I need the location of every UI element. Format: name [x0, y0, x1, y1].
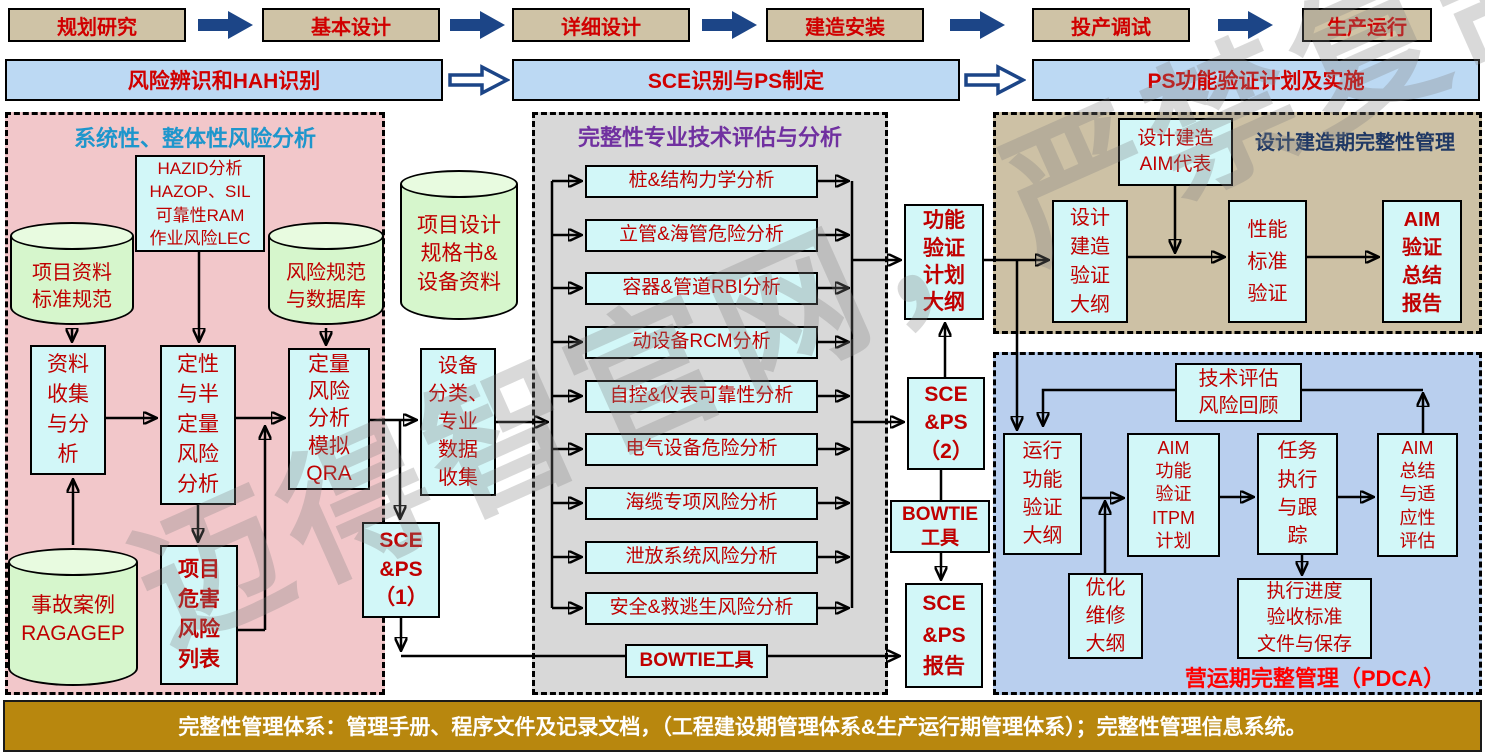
hollow-arrow-icon [448, 63, 511, 102]
hollow-arrow-icon [964, 63, 1027, 102]
box-hazid-methods: HAZID分析 HAZOP、SIL 可靠性RAM 作业风险LEC [135, 155, 265, 252]
box-hazard-risk-list: 项目 危害 风险 列表 [160, 545, 238, 685]
systemic-panel-title: 系统性、整体性风险分析 [73, 126, 316, 151]
stage-planning: 规划研究 [8, 8, 186, 42]
box-riser-pipeline-analysis: 立管&海管危险分析 [585, 219, 818, 252]
box-vessel-piping-rbi: 容器&管道RBI分析 [585, 272, 818, 305]
box-data-collection: 资料 收集 与分 析 [30, 345, 106, 475]
solid-arrow-icon [198, 10, 254, 45]
box-electrical-hazard: 电气设备危险分析 [585, 433, 818, 466]
stage-label: 生产运行 [1327, 16, 1407, 39]
stage-label: 详细设计 [561, 16, 641, 39]
box-performance-standard-verification: 性能 标准 验证 [1228, 200, 1307, 323]
box-rotating-equipment-rcm: 动设备RCM分析 [585, 326, 818, 359]
integrity-system-footer: 完整性管理体系：管理手册、程序文件及记录文档，（工程建设期管理体系&生产运行期管… [3, 700, 1482, 752]
cylinder-top [400, 170, 518, 198]
solid-arrow-icon [450, 10, 506, 45]
cylinder-body [8, 562, 138, 686]
box-function-verification-plan: 功能 验证 计划 大纲 [904, 204, 984, 320]
box-subsea-cable-risk: 海缆专项风险分析 [585, 487, 818, 520]
datastore-label: 项目设计 规格书& 设备资料 [417, 214, 501, 294]
box-operation-verification-outline: 运行 功能 验证 大纲 [1003, 433, 1082, 555]
box-sce-ps-2: SCE &PS （2） [907, 377, 985, 470]
datastore-accident-cases: 事故案例 RAGAGEP [8, 548, 138, 686]
phase-ps-verification: PS功能验证计划及实施 [1032, 59, 1480, 101]
box-relief-system-risk: 泄放系统风险分析 [585, 541, 818, 574]
cylinder-top [268, 222, 384, 250]
box-sce-ps-report: SCE &PS 报告 [905, 583, 983, 688]
stage-label: 规划研究 [57, 16, 137, 39]
box-maintenance-optimization: 优化 维修 大纲 [1068, 573, 1143, 659]
cylinder-top [10, 222, 134, 250]
box-equipment-classification: 设备 分类、 专业 数据 收集 [420, 348, 496, 496]
box-bowtie-tool: BOWTIE工具 [625, 644, 768, 678]
phase-risk-identification: 风险辨识和HAH识别 [5, 59, 443, 101]
cylinder-body [268, 236, 384, 325]
datastore-project-docs: 项目资料 标准规范 [10, 222, 134, 325]
stage-label: 投产调试 [1071, 16, 1151, 39]
box-qualitative-risk: 定性 与半 定量 风险 分析 [160, 345, 236, 505]
box-safety-escape-risk: 安全&救逃生风险分析 [585, 592, 818, 625]
cylinder-body [10, 236, 134, 325]
box-tech-assessment-review: 技术评估 风险回顾 [1175, 363, 1302, 422]
stage-basic-design: 基本设计 [262, 8, 440, 42]
assessment-panel-title: 完整性专业技术评估与分析 [577, 125, 842, 150]
cylinder-top [8, 548, 138, 576]
operation-panel-title: 营运期完整管理（PDCA） [1184, 666, 1446, 691]
box-pile-structure-analysis: 桩&结构力学分析 [585, 165, 818, 198]
box-aim-verification-report: AIM 验证 总结 报告 [1382, 200, 1462, 323]
stage-commissioning: 投产调试 [1032, 8, 1190, 42]
stage-production: 生产运行 [1302, 8, 1432, 42]
box-execution-progress-records: 执行进度 验收标准 文件与保存 [1237, 578, 1372, 659]
stage-detail-design: 详细设计 [512, 8, 690, 42]
stage-label: 建造安装 [805, 16, 885, 39]
box-quantitative-qra: 定量 风险 分析 模拟 QRA [288, 348, 370, 490]
design-panel-title: 设计建造期完整性管理 [1255, 132, 1455, 154]
phase-sce-ps: SCE识别与PS制定 [512, 59, 960, 101]
datastore-label: 项目资料 标准规范 [32, 262, 112, 311]
box-instrument-reliability: 自控&仪表可靠性分析 [585, 380, 818, 413]
box-design-verification-outline: 设计 建造 验证 大纲 [1052, 200, 1128, 323]
datastore-risk-standards: 风险规范 与数据库 [268, 222, 384, 325]
cylinder-body [400, 184, 518, 320]
box-task-execution-tracking: 任务 执行 与跟 踪 [1257, 433, 1338, 555]
solid-arrow-icon [950, 10, 1006, 45]
footer-text: 完整性管理体系：管理手册、程序文件及记录文档，（工程建设期管理体系&生产运行期管… [178, 716, 1307, 739]
box-aim-itpm-plan: AIM 功能 验证 ITPM 计划 [1127, 433, 1220, 557]
box-aim-representative: 设计建造 AIM代表 [1118, 118, 1233, 186]
stage-construction: 建造安装 [766, 8, 924, 42]
solid-arrow-icon [702, 10, 758, 45]
connectors [72, 181, 1423, 656]
solid-arrow-icon [1218, 10, 1274, 45]
datastore-label: 事故案例 RAGAGEP [21, 594, 125, 646]
datastore-label: 风险规范 与数据库 [286, 262, 366, 311]
phase-label: PS功能验证计划及实施 [1147, 70, 1365, 93]
box-aim-summary-suitability: AIM 总结 与适 应性 评估 [1377, 433, 1458, 557]
phase-label: 风险辨识和HAH识别 [127, 70, 321, 93]
box-bowtie-tool-2: BOWTIE 工具 [890, 500, 990, 553]
stage-label: 基本设计 [311, 16, 391, 39]
datastore-design-spec: 项目设计 规格书& 设备资料 [400, 170, 518, 320]
phase-label: SCE识别与PS制定 [647, 70, 825, 93]
box-sce-ps-1: SCE &PS （1） [362, 522, 440, 618]
